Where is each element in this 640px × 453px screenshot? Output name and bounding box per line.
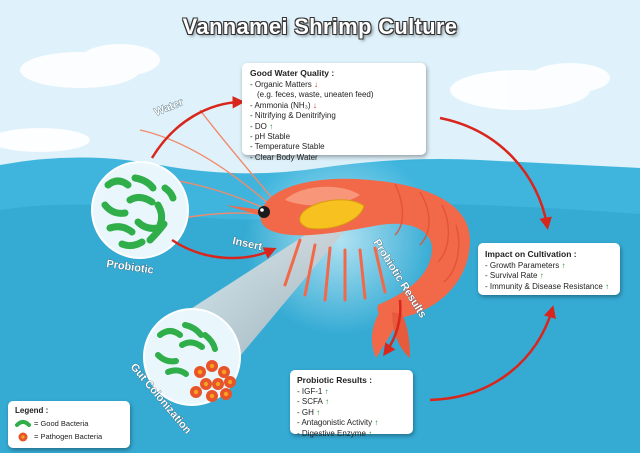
arrow-up-icon: ↑: [322, 387, 329, 396]
gut-colonization-bubble: [143, 308, 241, 406]
arrow-up-icon: ↑: [313, 407, 321, 417]
list-item: - Ammonia (NH₃) ↓: [250, 101, 418, 111]
list-item-text: - GH: [297, 407, 314, 417]
legend-heading: Legend :: [15, 406, 49, 415]
list-item-text: - Organic Matters: [250, 80, 312, 89]
arrow-up-icon: ↑: [266, 121, 274, 131]
list-item: - Organic Matters ↓: [250, 80, 418, 90]
list-item: - SCFA ↑: [297, 397, 406, 407]
legend-pathogen-label: = Pathogen Bacteria: [34, 432, 103, 441]
list-item-text: (e.g. feces, waste, uneaten feed): [257, 90, 374, 100]
list-item: - DO ↑: [250, 122, 418, 132]
list-item: - Survival Rate ↑: [485, 271, 613, 281]
list-item: - pH Stable: [250, 132, 418, 142]
list-item: - Temperature Stable: [250, 142, 418, 152]
impact-list: - Growth Parameters ↑- Survival Rate ↑- …: [485, 261, 613, 292]
list-item-text: - DO: [250, 121, 267, 131]
clouds: [0, 44, 610, 152]
list-item-text: - Antagonistic Activity: [297, 418, 373, 428]
list-item-text: - Survival Rate: [485, 271, 538, 281]
quality-to-impact-arrow: [439, 116, 552, 230]
legend-box: Legend : = Good Bacteria = Pathogen Bact…: [8, 401, 130, 448]
good-bacteria-icon: [15, 419, 31, 427]
probiotic-results-list: - IGF-1 ↑- SCFA ↑- GH ↑- Antagonistic Ac…: [297, 387, 406, 439]
impact-heading: Impact on Cultivation :: [485, 249, 577, 259]
flow-arrows: [150, 96, 556, 402]
shrimp-illustration: [109, 109, 470, 358]
legend-row-good: = Good Bacteria: [15, 417, 123, 430]
insert-arrow: [171, 238, 277, 260]
list-item: - Digestive Enzyme ↑: [297, 429, 406, 439]
list-item-text: - Nitrifying & Denitrifying: [250, 111, 336, 121]
probiotic-results-box: Probiotic Results : - IGF-1 ↑- SCFA ↑- G…: [290, 370, 413, 438]
list-item: - IGF-1 ↑: [297, 387, 406, 397]
water-arrow: [150, 96, 245, 159]
list-item-text: - Temperature Stable: [250, 142, 325, 152]
shrimp-to-results-arrow: [383, 299, 402, 357]
legend-row-pathogen: = Pathogen Bacteria: [15, 430, 123, 443]
list-item-text: - Digestive Enzyme: [297, 428, 366, 438]
water-quality-box: Good Water Quality : - Organic Matters ↓…: [242, 63, 426, 162]
list-item: - Immunity & Disease Resistance ↑: [485, 282, 613, 292]
list-item: - GH ↑: [297, 408, 406, 418]
page-title: Vannamei Shrimp Culture: [182, 14, 458, 39]
list-item-text: - IGF-1: [297, 387, 323, 396]
water-quality-list: - Organic Matters ↓(e.g. feces, waste, u…: [250, 80, 418, 163]
legend-good-label: = Good Bacteria: [34, 419, 89, 428]
water-quality-heading: Good Water Quality :: [250, 68, 335, 78]
impact-box: Impact on Cultivation : - Growth Paramet…: [478, 243, 620, 295]
list-item: - Antagonistic Activity ↑: [297, 418, 406, 428]
arrow-up-icon: ↑: [322, 397, 330, 407]
arrow-up-icon: ↑: [537, 271, 544, 281]
list-item: - Growth Parameters ↑: [485, 261, 613, 271]
arrow-up-icon: ↑: [602, 281, 610, 291]
list-item-text: - Clear Body Water: [250, 152, 318, 162]
list-item-text: - pH Stable: [250, 132, 291, 142]
pathogen-bacteria-icon: [18, 432, 28, 441]
arrow-up-icon: ↑: [559, 261, 566, 270]
list-item: (e.g. feces, waste, uneaten feed): [250, 90, 418, 100]
probiotic-results-heading: Probiotic Results :: [297, 375, 373, 385]
arrow-up-icon: ↑: [365, 428, 373, 438]
arrow-up-icon: ↑: [372, 418, 379, 428]
arrow-down-icon: ↓: [311, 80, 319, 89]
list-item-text: - Ammonia (NH₃): [250, 100, 311, 110]
list-item-text: - SCFA: [297, 397, 323, 407]
arrow-down-icon: ↓: [310, 100, 317, 110]
probiotic-bubble: [91, 161, 189, 259]
results-to-impact-arrow: [429, 305, 556, 402]
list-item: - Clear Body Water: [250, 153, 418, 163]
list-item-text: - Immunity & Disease Resistance: [485, 281, 603, 291]
list-item: - Nitrifying & Denitrifying: [250, 111, 418, 121]
list-item-text: - Growth Parameters: [485, 261, 560, 270]
